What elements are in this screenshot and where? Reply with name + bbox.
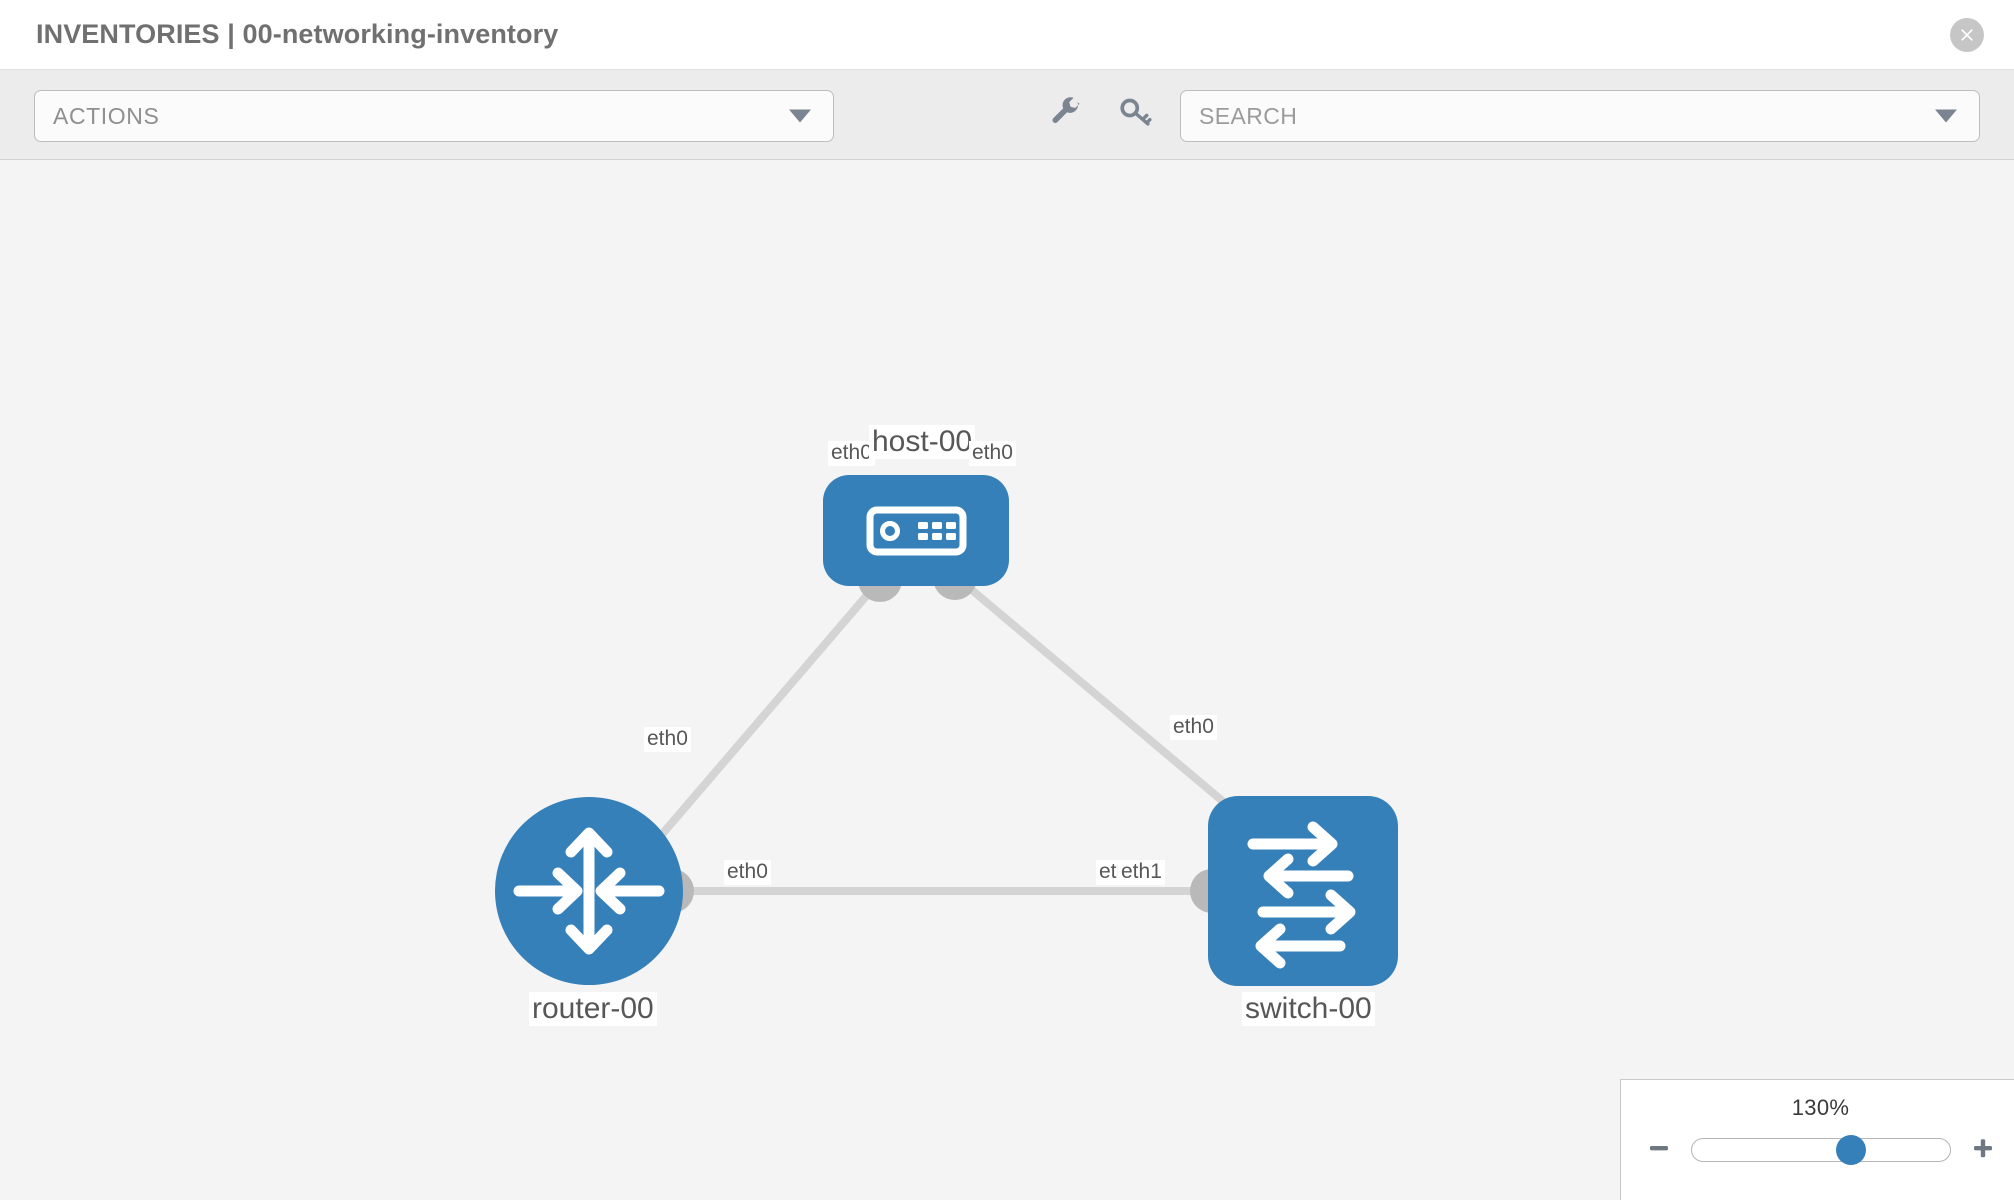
node-label-router-00: router-00 bbox=[529, 992, 657, 1027]
node-host-00[interactable] bbox=[823, 475, 1009, 586]
plus-icon bbox=[1971, 1136, 1995, 1165]
topology-canvas[interactable]: eth0 host-00 eth0 eth0 eth0 eth0 eth0 et… bbox=[0, 160, 2014, 1200]
node-label-host-00: host-00 bbox=[869, 425, 976, 460]
zoom-slider-row bbox=[1621, 1133, 2014, 1167]
iface-label-host-right: eth0 bbox=[969, 441, 1016, 466]
iface-label-switch-up: eth0 bbox=[1170, 715, 1217, 740]
node-host-00-shape[interactable] bbox=[823, 475, 1009, 586]
node-switch-00[interactable] bbox=[1208, 796, 1398, 986]
key-button[interactable] bbox=[1113, 92, 1159, 138]
link-host-router[interactable] bbox=[636, 577, 884, 863]
zoom-percent-label: 130% bbox=[1791, 1095, 1850, 1120]
zoom-control-panel: 130% bbox=[1620, 1079, 2014, 1200]
iface-label-router-right: eth0 bbox=[724, 860, 771, 885]
topology-graph bbox=[495, 475, 1398, 986]
iface-label-router-up: eth0 bbox=[644, 727, 691, 752]
search-input[interactable]: SEARCH bbox=[1180, 90, 1980, 142]
key-icon bbox=[1119, 95, 1153, 134]
chevron-down-icon bbox=[789, 109, 811, 123]
close-icon bbox=[1957, 25, 1977, 45]
chevron-down-icon[interactable] bbox=[1935, 109, 1957, 123]
zoom-slider-track[interactable] bbox=[1690, 1135, 1951, 1165]
wrench-button[interactable] bbox=[1043, 92, 1089, 138]
toolbar: ACTIONS SEARCH bbox=[0, 70, 2014, 160]
topology-links bbox=[636, 576, 1248, 895]
link-host-switch[interactable] bbox=[957, 576, 1248, 824]
four-way-arrows-icon bbox=[513, 827, 665, 955]
page-header: INVENTORIES | 00-networking-inventory bbox=[0, 0, 2014, 70]
iface-label-switch-left: eth1 bbox=[1118, 860, 1165, 885]
node-router-00[interactable] bbox=[495, 797, 683, 985]
page-title: INVENTORIES | 00-networking-inventory bbox=[36, 19, 559, 49]
server-rack-icon bbox=[866, 506, 967, 556]
zoom-slider-thumb[interactable] bbox=[1836, 1135, 1867, 1165]
node-label-switch-00: switch-00 bbox=[1242, 992, 1375, 1027]
iface-label-host-left: eth0 bbox=[828, 441, 875, 466]
close-button[interactable] bbox=[1950, 17, 1984, 52]
zoom-out-button[interactable] bbox=[1642, 1133, 1676, 1167]
wrench-icon bbox=[1049, 95, 1083, 134]
zoom-in-button[interactable] bbox=[1966, 1133, 2000, 1167]
node-switch-00-shape[interactable] bbox=[1208, 796, 1398, 986]
actions-dropdown-label: ACTIONS bbox=[53, 102, 160, 129]
bidirectional-arrows-icon bbox=[1247, 821, 1356, 969]
actions-dropdown[interactable]: ACTIONS bbox=[34, 90, 834, 142]
minus-icon bbox=[1647, 1136, 1671, 1165]
search-placeholder: SEARCH bbox=[1199, 102, 1298, 129]
